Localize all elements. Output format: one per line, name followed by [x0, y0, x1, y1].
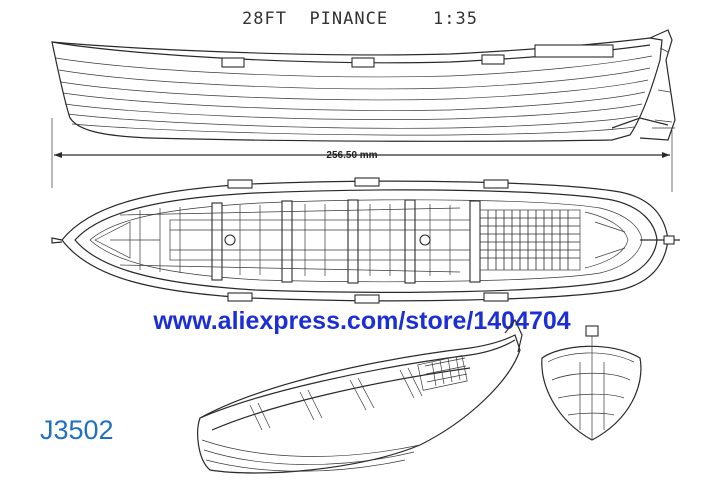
diagram-title: 28FT PINANCE 1:35	[242, 9, 478, 29]
stern-view	[541, 325, 642, 441]
length-label: 256.50 mm	[326, 150, 377, 161]
perspective-view	[197, 318, 523, 474]
length-dimension: 256.50 mm	[51, 118, 673, 192]
model-code: J3502	[40, 415, 114, 445]
store-url: www.aliexpress.com/store/1404704	[152, 307, 570, 335]
side-profile-view	[51, 29, 676, 142]
deck-plan-view	[51, 177, 680, 304]
